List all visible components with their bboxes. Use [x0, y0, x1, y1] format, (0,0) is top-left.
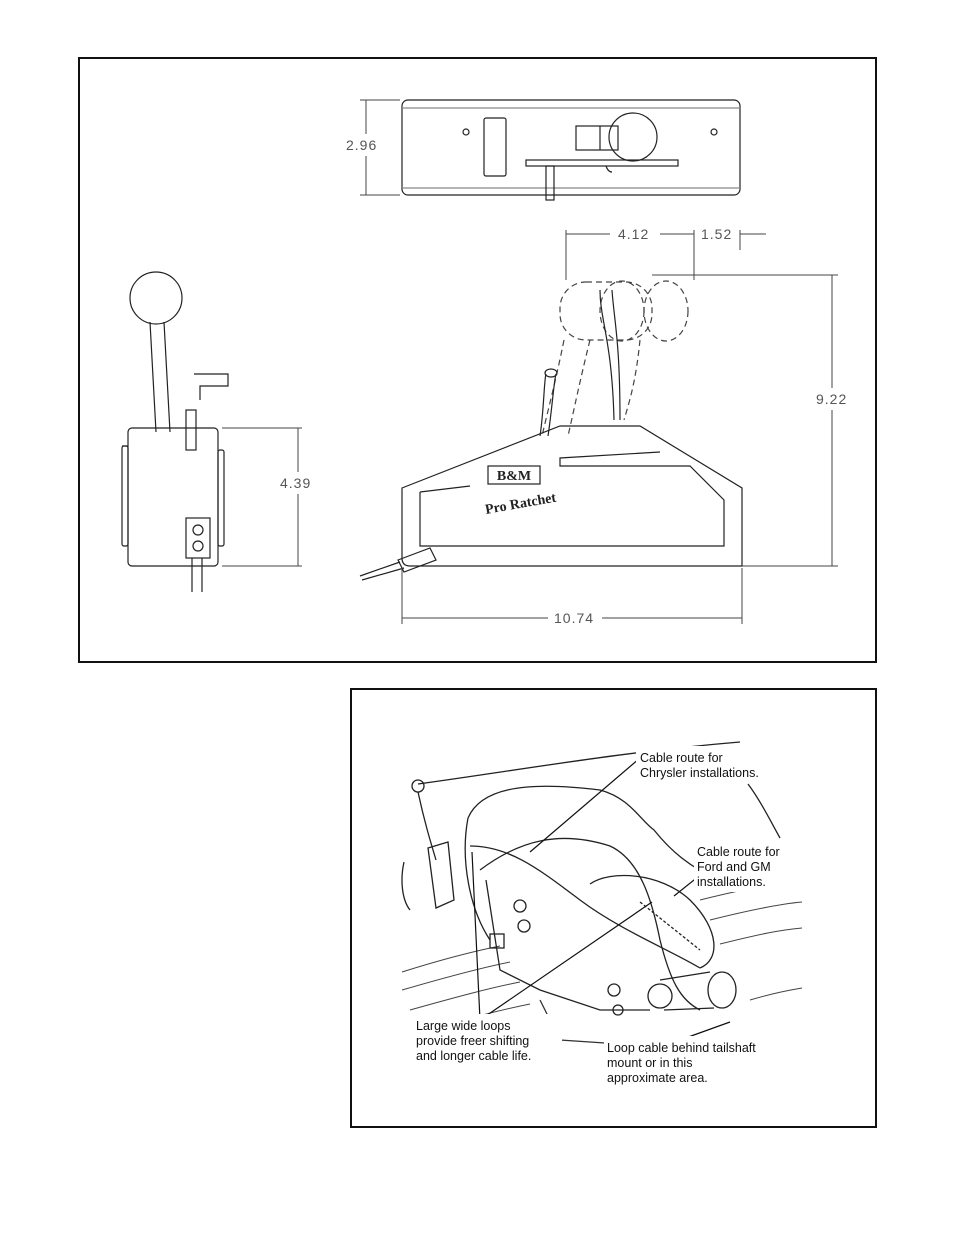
dim-lever-travel: 4.12 [618, 226, 649, 242]
installation-panel [350, 688, 877, 1128]
model-logo-text: Pro Ratchet [484, 491, 558, 518]
dim-top-height: 2.96 [346, 137, 377, 153]
side-view [122, 272, 228, 592]
housing-logo: B&M Pro Ratchet [484, 466, 558, 518]
dim-overall-height: 9.22 [816, 391, 847, 407]
dim-lever-offset: 1.52 [701, 226, 732, 242]
dim-overall-length: 10.74 [554, 610, 594, 626]
front-view [360, 281, 742, 580]
brand-logo-text: B&M [497, 469, 531, 484]
dim-side-height: 4.39 [280, 475, 311, 491]
top-view [402, 100, 740, 200]
